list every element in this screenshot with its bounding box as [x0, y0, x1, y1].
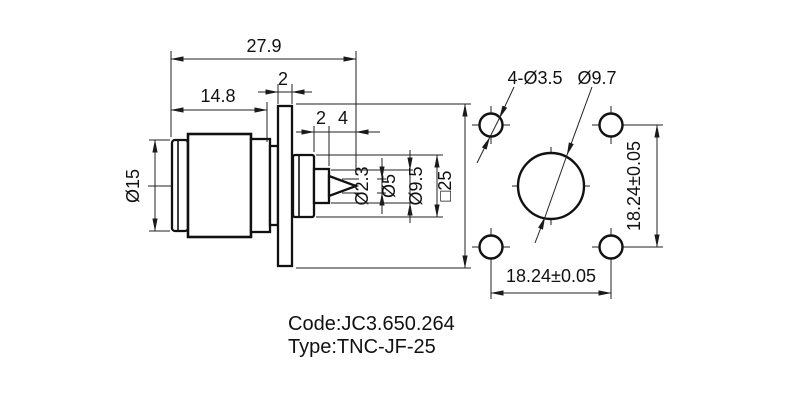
- rear-body-step: [291, 153, 316, 219]
- leader-line: [534, 216, 546, 244]
- mounting-hole-top-left: [472, 106, 510, 144]
- dim-rear-body-diameter: Ø9.5: [316, 154, 443, 218]
- center-hole: [512, 147, 590, 225]
- dim-rear-body-diameter-label: Ø9.5: [406, 166, 426, 205]
- dim-pin-length-label: 4: [338, 108, 348, 128]
- hole-circle: [598, 112, 624, 138]
- dim-flange-thickness: 2: [258, 69, 312, 104]
- dim-hole-spacing-vertical-label: 18.24±0.05: [624, 141, 644, 231]
- dim-hole-spacing-horizontal: 18.24±0.05: [490, 262, 612, 299]
- dim-pin-diameter: Ø2.3: [342, 158, 389, 214]
- label-mask: [413, 164, 431, 208]
- mounting-hole-bottom-right: [592, 228, 630, 266]
- dim-pin-diameter-label: Ø2.3: [352, 166, 372, 205]
- coupling-nut-knurl: [186, 132, 253, 239]
- connector-body: [170, 104, 360, 268]
- leader-line: [566, 86, 593, 156]
- center-pin: [327, 174, 360, 198]
- body-neck: [268, 144, 280, 227]
- callout-mounting-holes: 4-Ø3.5: [476, 68, 563, 164]
- mounting-flange: [276, 104, 294, 268]
- leader-line: [476, 136, 491, 164]
- footer-type-text: Type:TNC-JF-25: [288, 336, 436, 358]
- dim-hole-spacing-horizontal-label: 18.24±0.05: [506, 266, 596, 286]
- leader-line: [499, 86, 515, 119]
- mounting-hole-top-right: [592, 106, 630, 144]
- dim-insulator-diameter: Ø5: [331, 150, 416, 223]
- coupling-nut-rear-band: [249, 137, 272, 234]
- dim-overall-length-label: 27.9: [246, 36, 281, 56]
- callout-center-hole: Ø9.7: [534, 68, 617, 244]
- leader-line: [544, 154, 568, 218]
- hole-circle: [478, 234, 504, 260]
- label-mask: [386, 171, 404, 201]
- dim-coupling-nut-diameter-label: Ø15: [123, 169, 143, 203]
- dim-overall-length: 27.9: [170, 36, 357, 175]
- dim-flange-thickness-label: 2: [278, 69, 288, 89]
- footer-code-text: Code:JC3.650.264: [288, 313, 455, 335]
- mounting-hole-bottom-left: [472, 228, 510, 266]
- hole-circle: [478, 112, 504, 138]
- center-hole-circle: [516, 151, 586, 221]
- title-block: Code:JC3.650.264 Type:TNC-JF-25: [288, 313, 455, 358]
- dim-flange-square: □25: [296, 103, 471, 269]
- dim-body-length-label: 14.8: [200, 86, 235, 106]
- dim-hole-spacing-vertical: 18.24±0.05: [624, 124, 663, 248]
- coupling-nut-front-band: [170, 138, 190, 233]
- dim-rear-step-and-pin: 2 4: [296, 108, 380, 166]
- side-view: 27.9 14.8 2 2 4: [123, 36, 471, 269]
- dim-mounting-holes-label: 4-Ø3.5: [507, 68, 562, 88]
- dim-insulator-diameter-label: Ø5: [379, 174, 399, 198]
- dim-coupling-nut-diameter: Ø15: [123, 139, 170, 232]
- front-view: 4-Ø3.5 Ø9.7 18.24±0.05 18.24±0.05: [472, 68, 663, 299]
- label-mask: [359, 163, 377, 209]
- dim-center-hole-diameter-label: Ø9.7: [577, 68, 616, 88]
- dim-flange-square-label: □25: [435, 171, 455, 202]
- insulator-step: [312, 167, 331, 205]
- dim-body-length: 14.8: [170, 86, 268, 142]
- hole-circle: [598, 234, 624, 260]
- leader-line: [489, 117, 500, 138]
- dim-rear-step-length-label: 2: [316, 108, 326, 128]
